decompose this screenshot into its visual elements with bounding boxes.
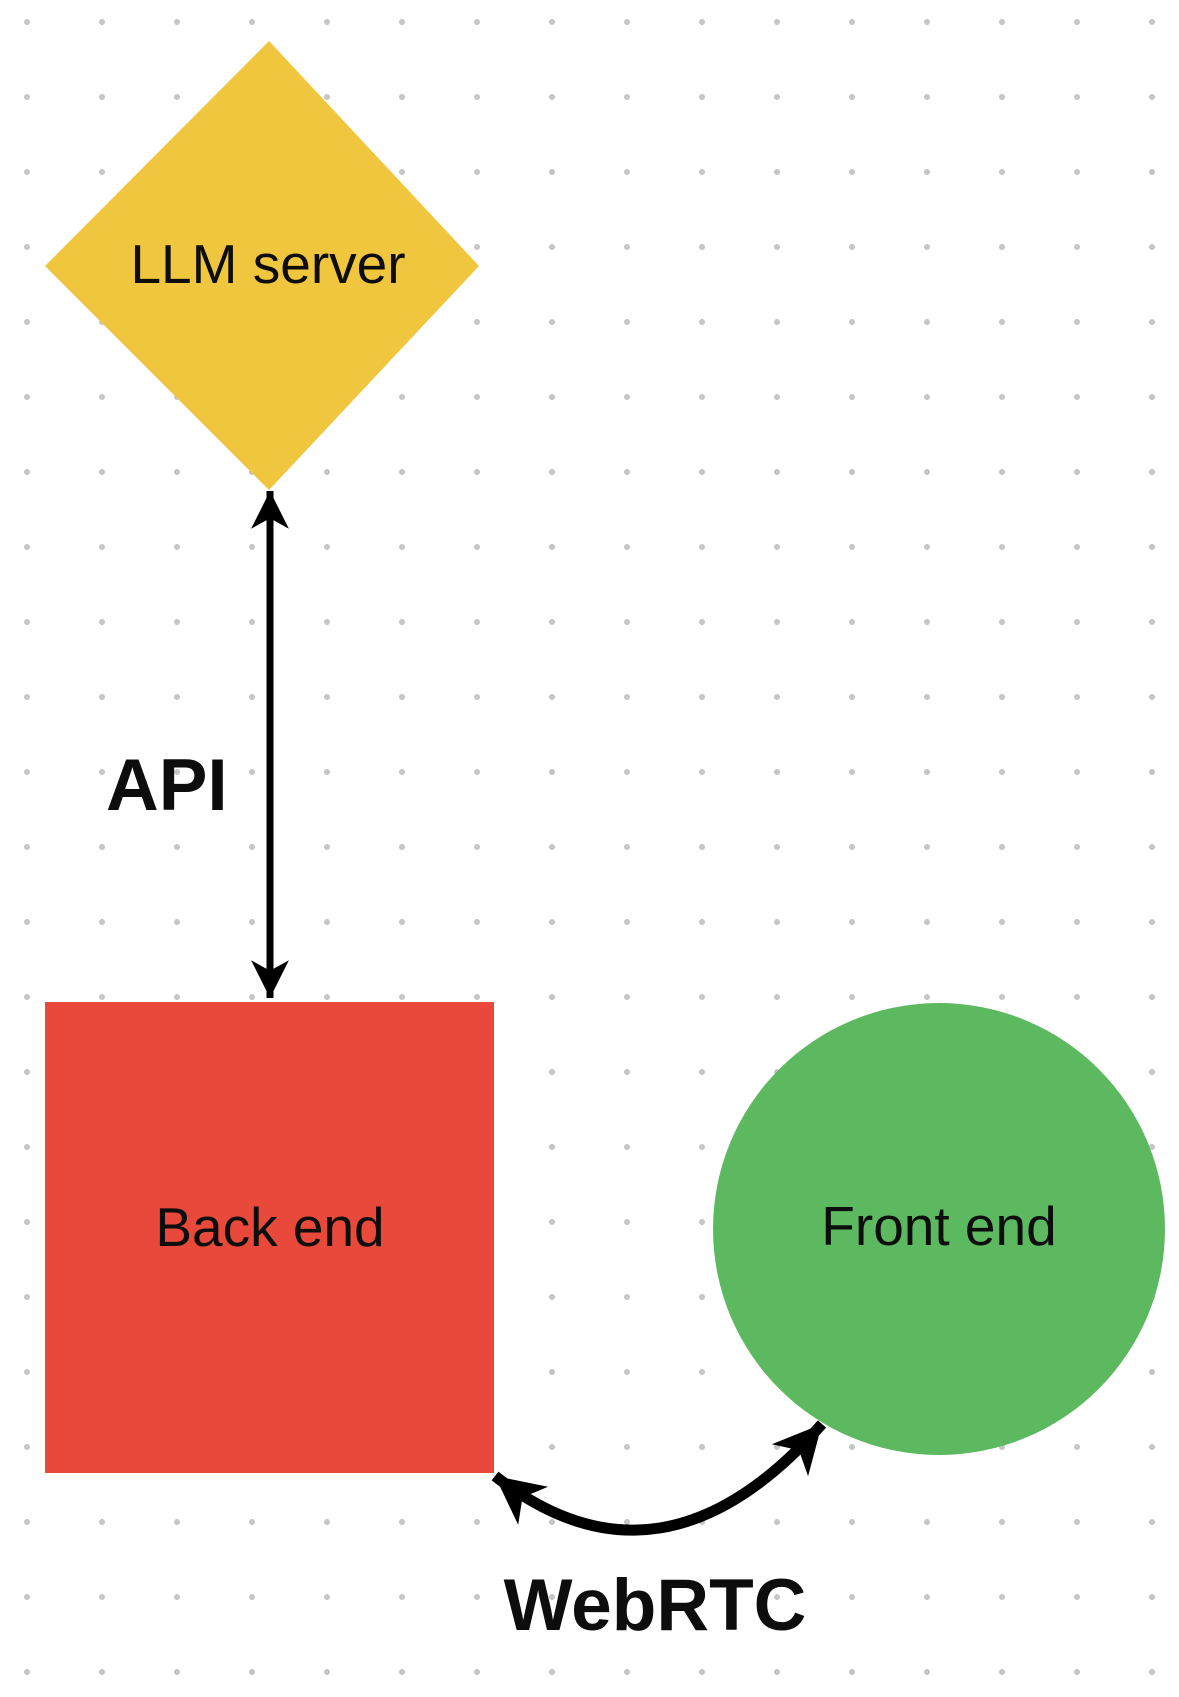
back-end-label: Back end (155, 1196, 384, 1258)
webrtc-arrow-label[interactable]: WebRTC (504, 1565, 807, 1646)
webrtc-arrow[interactable] (491, 1420, 827, 1536)
back-end-node[interactable] (45, 1002, 494, 1473)
front-end-label: Front end (821, 1195, 1056, 1257)
llm-server-node[interactable] (45, 41, 479, 490)
front-end-node[interactable] (713, 1003, 1165, 1455)
llm-server-label: LLM server (130, 233, 405, 295)
api-arrow-label[interactable]: API (106, 745, 228, 826)
